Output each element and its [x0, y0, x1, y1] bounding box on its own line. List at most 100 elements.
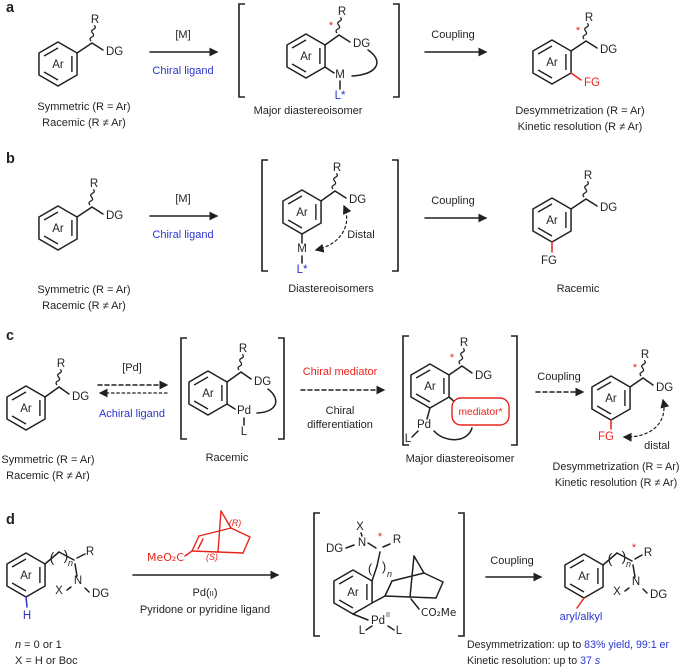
new-bond-red — [576, 597, 585, 609]
coupling-label: Coupling — [537, 371, 580, 383]
paren-open: ( — [50, 549, 55, 565]
result-desymmetrization: Desymmetrization: up to 83% yield, 99:1 … — [467, 639, 669, 652]
product-c: Ar R * DG FG distal Desymmetrization (R … — [553, 349, 680, 489]
atom-ar: Ar — [424, 381, 436, 393]
atom-r: R — [90, 178, 98, 190]
atom-ar: Ar — [347, 587, 359, 599]
atom-l: L — [241, 426, 248, 438]
bond — [360, 532, 363, 537]
bond — [76, 42, 93, 54]
bond — [352, 613, 369, 621]
reaction-arrow-a2: Coupling — [424, 29, 488, 57]
bond — [448, 365, 463, 376]
atom-ar: Ar — [20, 570, 32, 582]
bond — [220, 510, 232, 529]
pd-label: Pd( — [192, 587, 210, 599]
reaction-arrow-b1: [M] Chiral ligand — [149, 193, 219, 241]
stereo-s-label: (S) — [206, 552, 218, 562]
caption-symmetric: Symmetric (R = Ar) — [1, 454, 94, 466]
atom-dg: DG — [656, 382, 673, 394]
paren-open: ( — [368, 561, 373, 576]
caption-racemic: Racemic (R ≠ Ar) — [42, 300, 126, 312]
wavy-bond — [581, 22, 590, 40]
bond — [570, 198, 587, 210]
bond — [91, 42, 104, 51]
stereocenter-asterisk: * — [576, 25, 581, 37]
bond — [629, 377, 644, 388]
atom-l: L — [405, 433, 412, 445]
bond — [324, 34, 340, 46]
stereocenter-asterisk: * — [378, 531, 383, 543]
bond — [632, 564, 636, 578]
atom-fg: FG — [541, 255, 557, 267]
differentiation-label: differentiation — [307, 419, 373, 431]
coupling-label: Coupling — [431, 29, 474, 41]
bond — [58, 551, 75, 561]
atom-dg: DG — [353, 38, 370, 50]
atom-h: H — [23, 610, 31, 622]
pd-ii-conditions: Pd(II) — [193, 587, 218, 601]
panel-b: b Ar R DG Symmetric (R = Ar) Racemic (R … — [6, 151, 617, 312]
atom-r: R — [333, 162, 341, 174]
atom-ar: Ar — [546, 215, 558, 227]
panel-c: c Ar R DG Symmetric (R = Ar) Racemic (R … — [1, 328, 679, 489]
aryl-alkyl-label: aryl/alkyl — [560, 611, 603, 623]
bond — [184, 550, 193, 557]
atom-r: R — [641, 349, 649, 361]
reaction-arrow-d2: Coupling — [485, 555, 543, 582]
coupling-label: Coupling — [431, 195, 474, 207]
atom-ar: Ar — [546, 57, 558, 69]
atom-l-star: L* — [297, 264, 308, 276]
bond — [423, 572, 444, 583]
bracket-right — [393, 3, 400, 98]
legend-n-rest: = 0 or 1 — [21, 639, 62, 651]
stereocenter-asterisk: * — [632, 542, 637, 554]
caption-symmetric: Symmetric (R = Ar) — [37, 284, 130, 296]
result-separator: , — [630, 639, 636, 651]
product-d: Ar ( ) n * R N X DG aryl/alkyl — [560, 542, 668, 623]
atom-dg: DG — [650, 589, 667, 601]
atom-ar: Ar — [296, 207, 308, 219]
atom-dg: DG — [475, 370, 492, 382]
bond — [334, 190, 347, 199]
bracket-right — [392, 159, 399, 272]
bond — [345, 544, 355, 549]
caption-racemic-product: Racemic — [557, 283, 600, 295]
caption-racemic: Racemic (R ≠ Ar) — [6, 470, 90, 482]
bond — [435, 581, 444, 599]
bracket-right — [458, 512, 465, 637]
catalyst-label: [Pd] — [122, 362, 142, 374]
caption-intermediate: Major diastereoisomer — [254, 105, 363, 117]
bond — [365, 625, 373, 631]
legend-x: X = H or Boc — [15, 655, 78, 669]
panel-label-c: c — [6, 328, 14, 344]
n-variable: n — [15, 639, 22, 651]
substrate-b: Ar R DG Symmetric (R = Ar) Racemic (R ≠ … — [37, 178, 130, 312]
wavy-bond — [638, 359, 647, 377]
bond — [409, 596, 437, 599]
bond — [384, 580, 393, 597]
atom-dg: DG — [106, 210, 123, 222]
atom-x: X — [356, 521, 364, 533]
bond — [84, 587, 90, 593]
bond — [240, 371, 252, 380]
bond — [66, 586, 72, 591]
bond — [387, 625, 395, 631]
paren-close: ) — [622, 548, 627, 564]
equilibrium-arrow-c: [Pd] Achiral ligand — [97, 362, 169, 420]
bracket-right — [511, 335, 518, 446]
atom-r: R — [57, 358, 65, 370]
panel-label-b: b — [6, 151, 15, 167]
bond — [44, 386, 60, 398]
panel-label-a: a — [6, 0, 15, 16]
wavy-bond — [88, 24, 97, 42]
bond — [461, 365, 473, 374]
caption-symmetric: Symmetric (R = Ar) — [37, 101, 130, 113]
atom-x: X — [55, 585, 63, 597]
ester-label: CO₂Me — [421, 607, 456, 619]
wavy-bond — [581, 180, 590, 198]
caption-kinetic-resolution: Kinetic resolution (R ≠ Ar) — [555, 477, 677, 489]
bond — [616, 552, 633, 562]
new-bond-red — [570, 72, 582, 81]
bracket-left — [402, 335, 409, 446]
